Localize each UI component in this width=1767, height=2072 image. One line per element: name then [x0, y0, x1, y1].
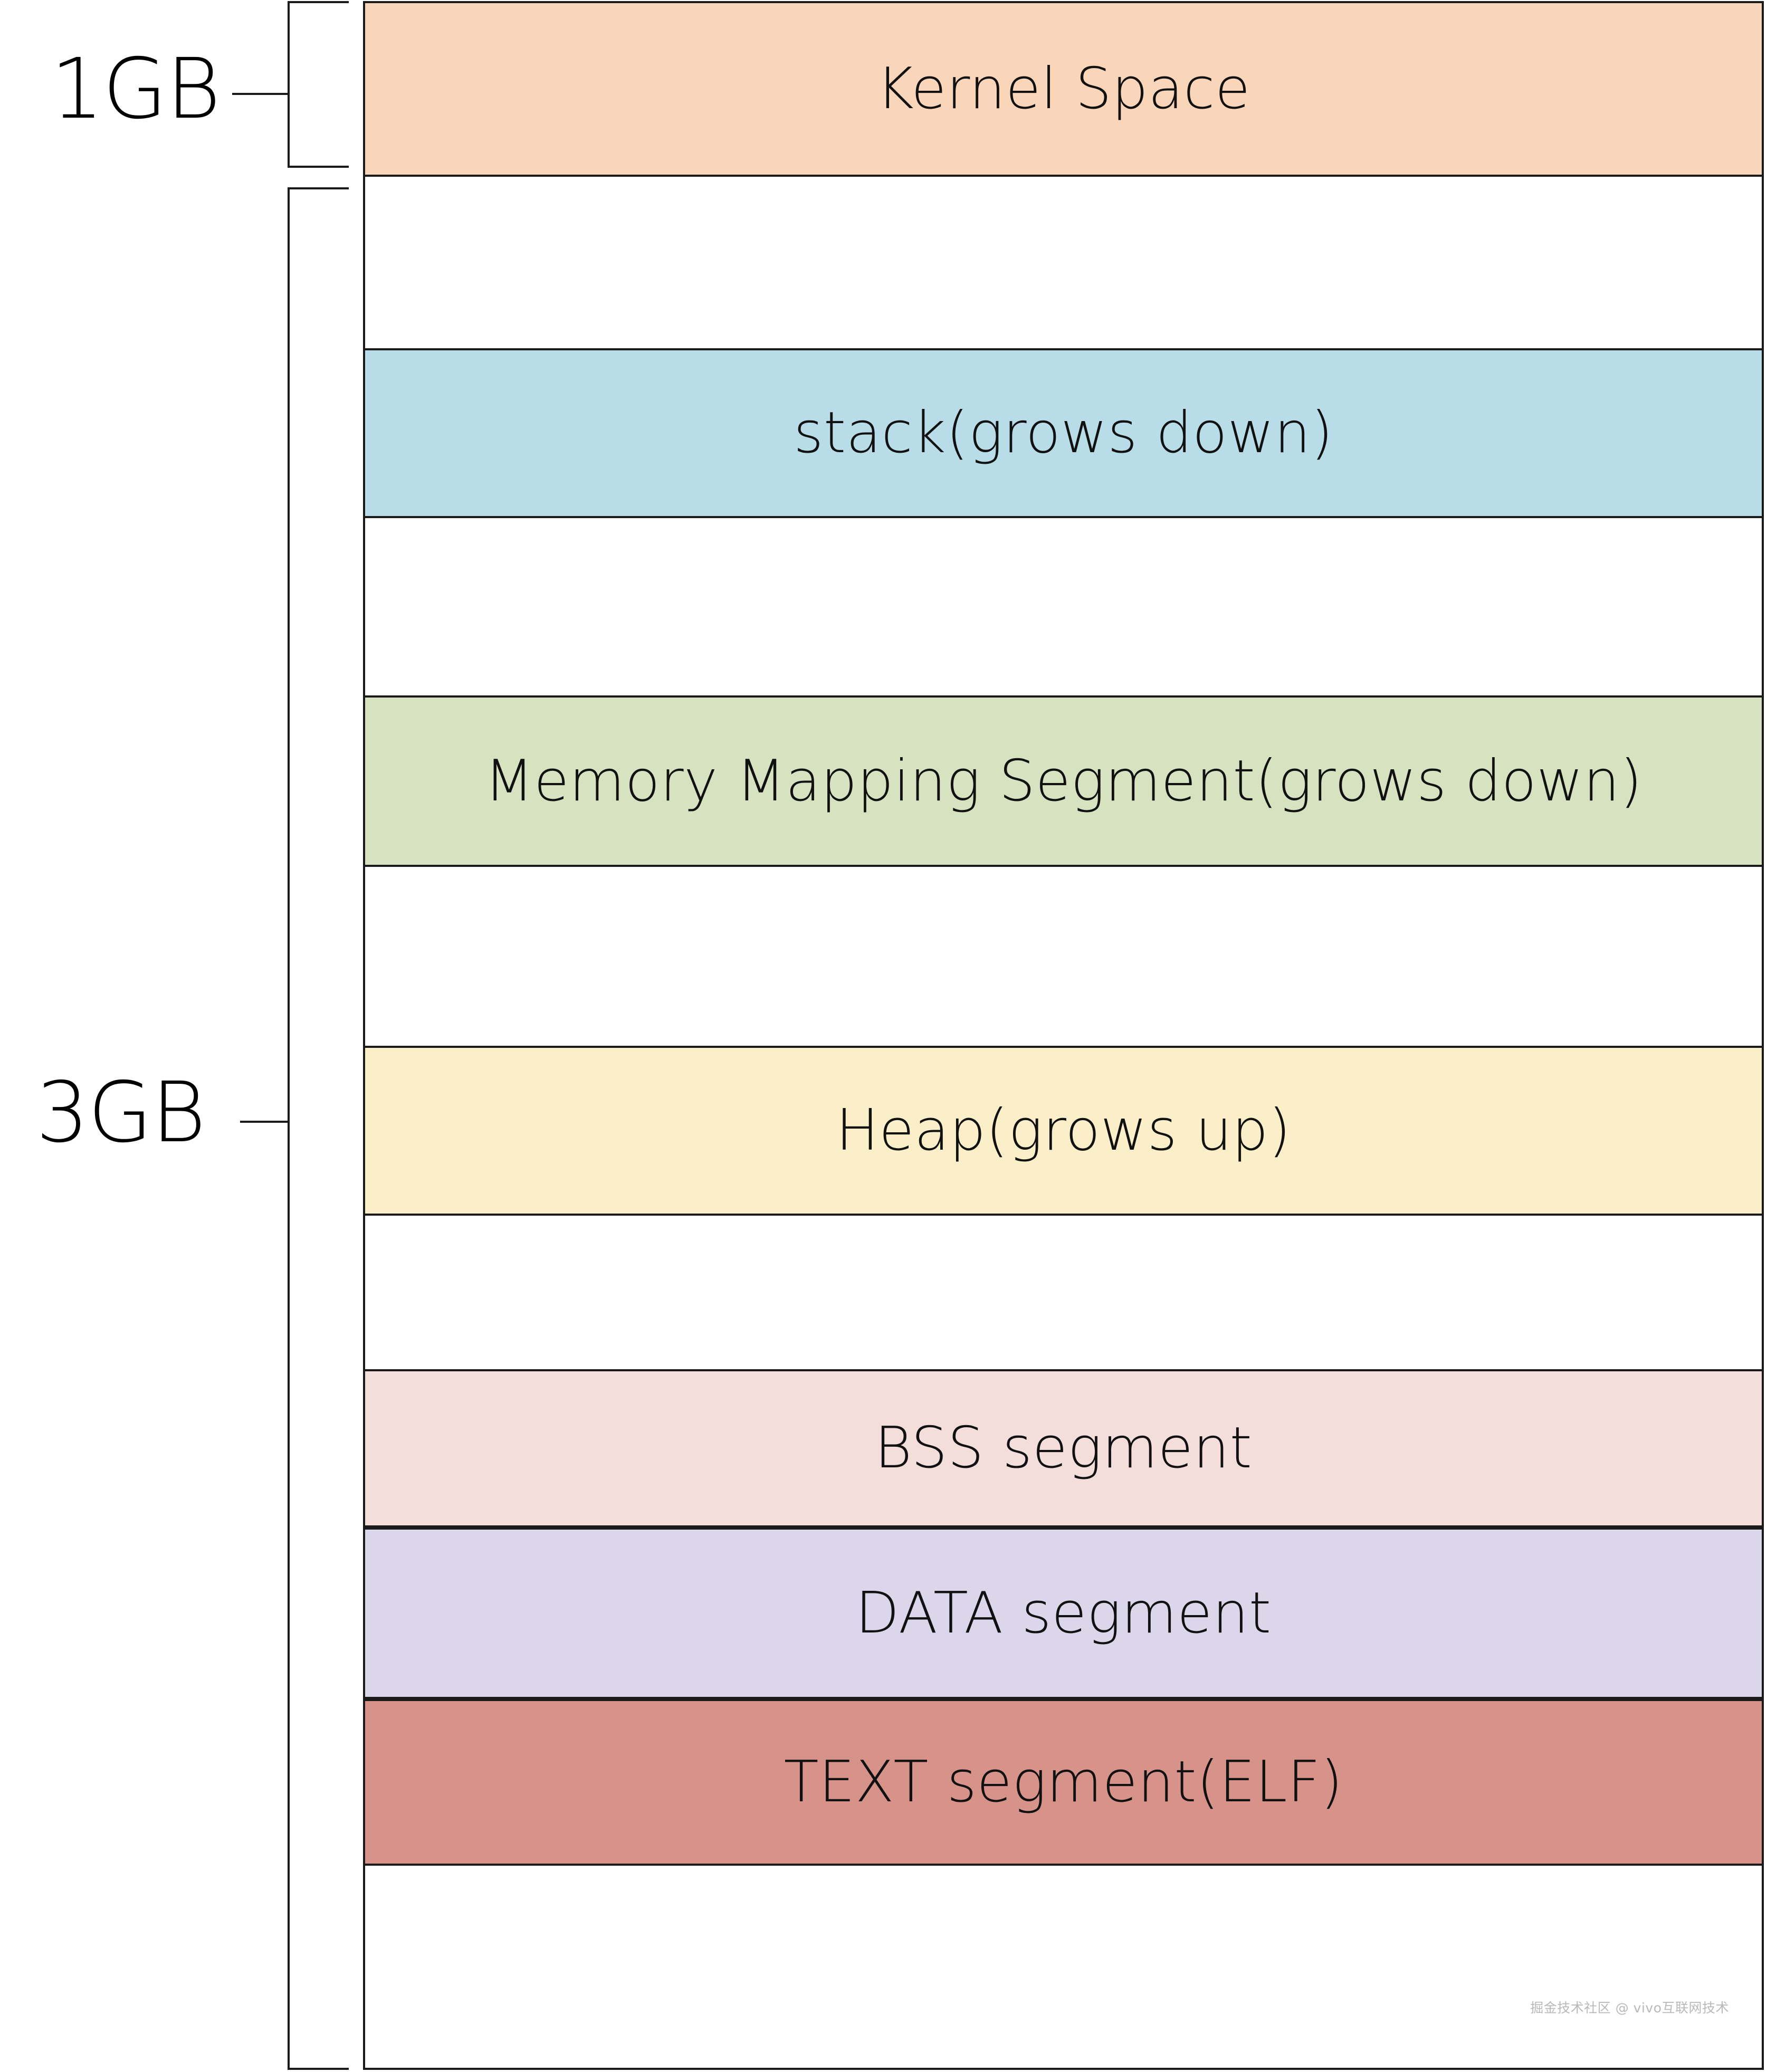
- scale-label-3gb: 3GB: [36, 1064, 206, 1161]
- segment-label-heap: Heap(grows up): [836, 1097, 1291, 1163]
- segment-bss: BSS segment: [363, 1369, 1764, 1527]
- segment-label-text: TEXT segment(ELF): [784, 1749, 1343, 1815]
- segment-label-stack: stack(grows down): [794, 400, 1333, 466]
- segment-text: TEXT segment(ELF): [363, 1699, 1764, 1866]
- bracket-tick-3gb: [240, 1121, 289, 1123]
- segment-kernel-space: Kernel Space: [363, 1, 1764, 177]
- watermark: 掘金技术社区 @ vivo互联网技术: [1530, 2000, 1729, 2016]
- bracket-kernel-space: [288, 1, 349, 168]
- scale-label-1gb: 1GB: [51, 41, 221, 138]
- bracket-user-space: [288, 187, 349, 2070]
- segment-stack: stack(grows down): [363, 348, 1764, 518]
- segment-label-bss: BSS segment: [874, 1415, 1253, 1481]
- segment-label-data: DATA segment: [855, 1580, 1272, 1646]
- segment-data: DATA segment: [363, 1527, 1764, 1699]
- segment-label-memory-mapping: Memory Mapping Segment(grows down): [484, 748, 1642, 814]
- bracket-tick-1gb: [232, 93, 289, 95]
- segment-label-kernel-space: Kernel Space: [876, 55, 1250, 122]
- segment-memory-mapping: Memory Mapping Segment(grows down): [363, 695, 1764, 867]
- segment-heap: Heap(grows up): [363, 1046, 1764, 1216]
